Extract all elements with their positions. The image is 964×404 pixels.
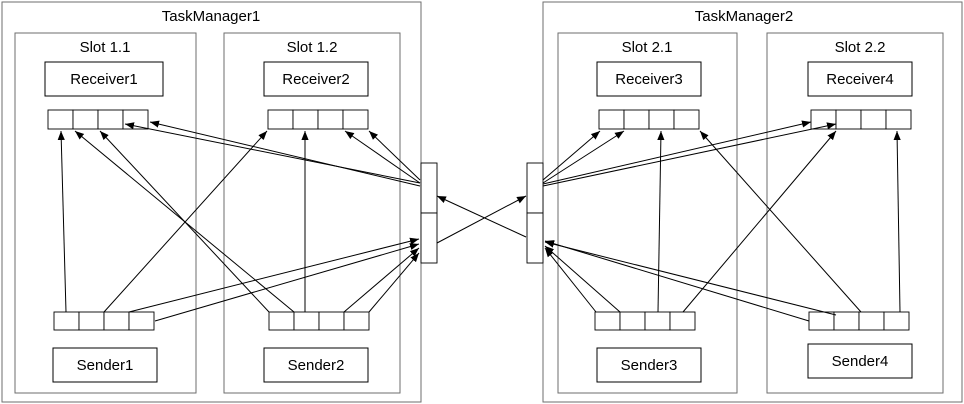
slot-1-1: Slot 1.1 Receiver1 Sender1 bbox=[14, 32, 197, 394]
sender-3: Sender3 bbox=[621, 357, 678, 374]
arrow-tm2-tm1 bbox=[436, 195, 527, 238]
arrow-nb-r2a bbox=[344, 130, 421, 184]
arrow-nb-r4a bbox=[542, 120, 812, 185]
arrow-s2-r1b bbox=[99, 130, 270, 313]
slot-2-2-title: Slot 2.2 bbox=[835, 39, 886, 56]
arrow-s4-nb2 bbox=[544, 240, 810, 322]
sender-2-buffer bbox=[268, 311, 370, 331]
taskmanager-2: TaskManager2 Slot 2.1 Receiver3 Sender3 bbox=[526, 1, 963, 403]
arrow-nb-r1b bbox=[149, 120, 421, 187]
slot-1-2-title: Slot 1.2 bbox=[287, 39, 338, 56]
arrow-s1-nb2 bbox=[128, 237, 420, 313]
arrow-s2-nb2 bbox=[368, 252, 420, 313]
arrow-s1-r2 bbox=[103, 130, 268, 313]
arrow-nb-r2b bbox=[368, 130, 421, 181]
arrow-nb-r4b bbox=[542, 122, 837, 187]
arrow-tm1-tm2 bbox=[436, 195, 527, 244]
receiver-4-buffer bbox=[810, 109, 912, 130]
taskmanager-2-title: TaskManager2 bbox=[695, 8, 793, 25]
arrow-s3-r3 bbox=[657, 130, 665, 313]
arrow-s3-r4 bbox=[682, 130, 837, 313]
slot-2-2: Slot 2.2 Receiver4 Sender4 bbox=[766, 32, 944, 394]
sender-3-buffer bbox=[594, 311, 696, 331]
sender-1-buffer bbox=[53, 311, 155, 331]
sender-1: Sender1 bbox=[77, 357, 134, 374]
receiver-2-buffer bbox=[267, 109, 369, 130]
slot-1-2: Slot 1.2 Receiver2 Sender2 bbox=[223, 32, 401, 394]
receiver-4: Receiver4 bbox=[826, 71, 894, 88]
arrow-nb-r3a bbox=[542, 130, 601, 181]
receiver-1: Receiver1 bbox=[70, 71, 138, 88]
arrow-s3-nb2 bbox=[544, 245, 621, 313]
arrow-s3-nb1 bbox=[544, 247, 597, 313]
data-flow-arrows bbox=[57, 120, 901, 322]
slot-1-1-title: Slot 1.1 bbox=[80, 39, 131, 56]
slot-2-1-title: Slot 2.1 bbox=[622, 39, 673, 56]
arrow-nb-r1a bbox=[124, 122, 421, 184]
arrow-s4-nb1 bbox=[544, 240, 837, 316]
sender-2: Sender2 bbox=[288, 357, 345, 374]
receiver-3: Receiver3 bbox=[615, 71, 683, 88]
slot-2-1: Slot 2.1 Receiver3 Sender3 bbox=[557, 32, 738, 394]
receiver-1-buffer bbox=[47, 109, 149, 130]
taskmanager-1: TaskManager1 Slot 1.1 Receiver1 Sender1 bbox=[1, 1, 438, 403]
arrow-s4-r3 bbox=[699, 130, 862, 313]
arrow-s1-r1 bbox=[57, 130, 67, 313]
receiver-2: Receiver2 bbox=[282, 71, 350, 88]
sender-4-buffer bbox=[808, 311, 910, 331]
arrow-s1-nb1 bbox=[154, 243, 420, 322]
arrow-nb-r3b bbox=[542, 130, 625, 184]
arrow-s4-r4 bbox=[893, 130, 901, 313]
taskmanager-1-title: TaskManager1 bbox=[162, 8, 260, 25]
taskmanager-2-network-buffer bbox=[526, 162, 544, 264]
taskmanager-1-network-buffer bbox=[420, 162, 438, 264]
arrow-s2-nb1 bbox=[343, 247, 420, 313]
sender-4: Sender4 bbox=[832, 353, 889, 370]
receiver-3-buffer bbox=[598, 109, 700, 130]
